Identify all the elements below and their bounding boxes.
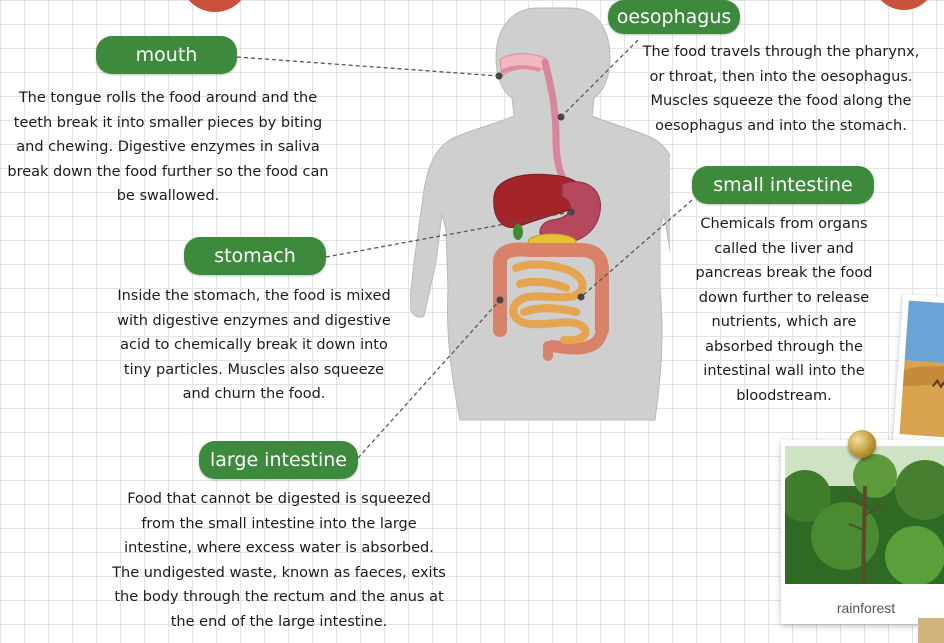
- oesophagus-label: oesophagus: [608, 0, 740, 34]
- rainforest-photo-card[interactable]: rainforest: [781, 440, 944, 624]
- rainforest-photo: [785, 446, 944, 584]
- mouth-connector: [237, 57, 499, 76]
- stomach-label: stomach: [184, 237, 326, 275]
- stomach-description: Inside the stomach, the food is mixed wi…: [114, 284, 394, 407]
- large-intestine-description: Food that cannot be digested is squeezed…: [111, 487, 447, 634]
- photo-caption: rainforest: [781, 600, 944, 616]
- small-intestine-connector: [581, 200, 692, 297]
- photo-pin-icon: [848, 430, 876, 458]
- oesophagus-description: The food travels through the pharynx, or…: [635, 40, 927, 138]
- small-intestine-description: Chemicals from organs called the liver a…: [683, 212, 885, 408]
- mouth-label: mouth: [96, 36, 237, 74]
- oesophagus-connector: [561, 40, 638, 117]
- mouth-description: The tongue rolls the food around and the…: [4, 86, 332, 209]
- stomach-connector: [326, 212, 571, 257]
- decorative-corner-fragment: [918, 618, 944, 643]
- desert-photo: [899, 300, 944, 437]
- small-intestine-label: small intestine: [692, 166, 874, 204]
- large-intestine-label: large intestine: [199, 441, 358, 479]
